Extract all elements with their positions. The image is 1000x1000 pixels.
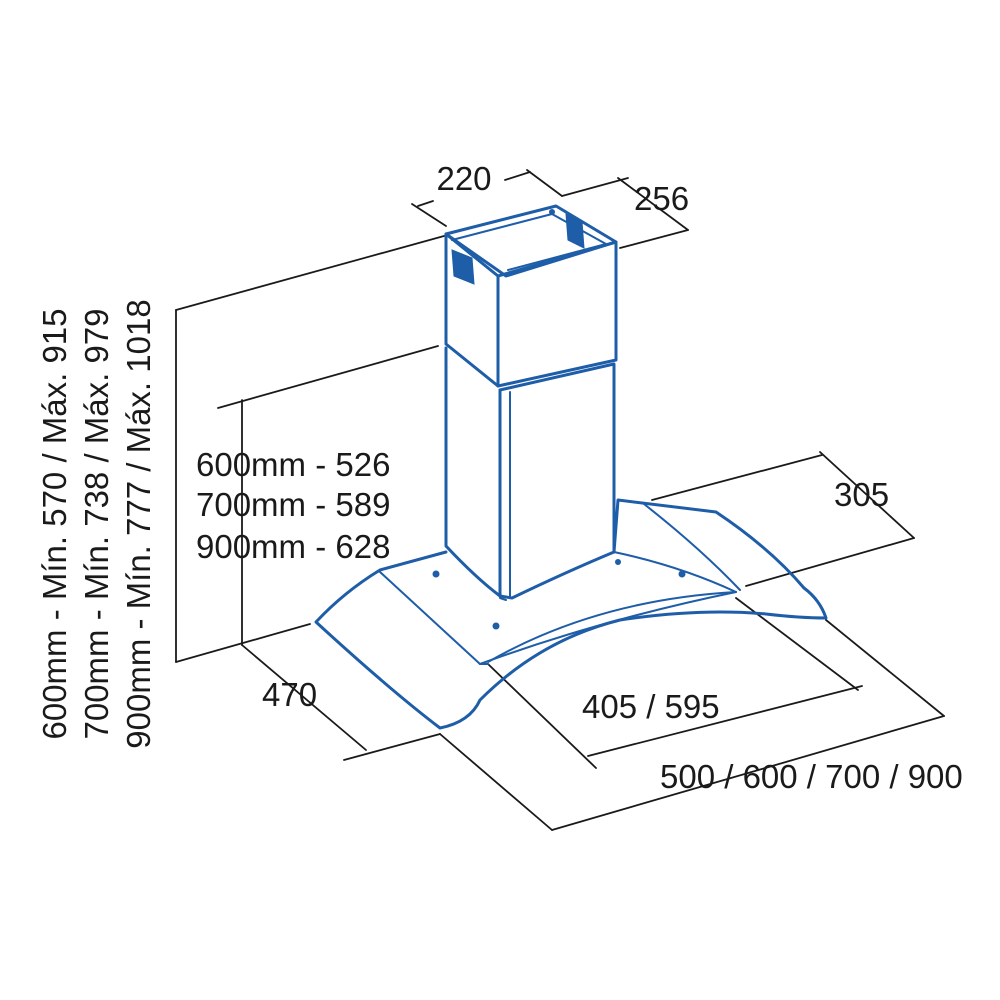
dim-305-line <box>819 451 915 539</box>
dim-470-line <box>241 644 367 751</box>
glass-front-edge <box>479 591 737 665</box>
chimney-lower-right-face <box>498 362 616 600</box>
label-chimney-width: 220 <box>436 160 491 197</box>
label-chimney-depth: 256 <box>634 180 689 217</box>
chimney-screw <box>549 209 555 215</box>
label-total-width: 500 / 600 / 700 / 900 <box>660 758 963 795</box>
vent-slot-right <box>565 213 585 249</box>
dim-220-ext-left <box>411 203 447 227</box>
chimney-lower-left-face <box>444 346 502 598</box>
label-total-height-600: 600mm - Mín. 570 / Máx. 915 <box>36 308 73 739</box>
chimney-base <box>499 597 507 601</box>
dim-220-line-right <box>504 171 531 181</box>
dimension-labels: 220 256 305 470 405 / 595 500 / 600 / 70… <box>36 160 963 795</box>
canopy-right-fold <box>613 551 737 593</box>
dim-total-width-ext-right <box>825 619 945 717</box>
label-canopy-depth: 305 <box>834 476 889 513</box>
dim-256-ext-low <box>619 229 689 249</box>
vent-slot-left <box>451 249 475 285</box>
glass-right-fold <box>643 503 741 591</box>
mount-hole-2 <box>492 622 500 630</box>
dim-220-line-left <box>417 200 434 207</box>
dim-total-width-line <box>551 715 945 831</box>
dim-chimney-height-ext-top <box>217 345 439 409</box>
dim-256-ext <box>617 177 689 231</box>
mount-hole-1 <box>432 570 440 578</box>
label-chimney-height-900: 900mm - 628 <box>196 528 390 565</box>
dim-405-line <box>587 685 863 757</box>
glass-canopy <box>314 498 828 730</box>
glass-left-fold <box>379 571 481 665</box>
dim-405-ext-left <box>487 663 597 769</box>
dim-305-ext-bottom <box>745 537 915 587</box>
dimension-lines <box>175 169 945 831</box>
dim-total-height-ext-bottom <box>175 623 311 663</box>
dim-total-width-ext-left <box>439 733 553 831</box>
label-chimney-height-700: 700mm - 589 <box>196 486 390 523</box>
label-inner-width: 405 / 595 <box>582 688 720 725</box>
label-chimney-height-600: 600mm - 526 <box>196 446 390 483</box>
dim-305-ext-top <box>651 454 823 501</box>
mount-hole-3 <box>678 570 686 578</box>
label-total-height-900: 900mm - Mín. 777 / Máx. 1018 <box>120 299 157 748</box>
dim-470-ext <box>343 733 441 761</box>
dim-256-line <box>561 177 629 197</box>
mount-hole-4 <box>615 559 621 565</box>
canopy-lower-curve <box>487 591 737 663</box>
dim-total-height-ext-top <box>175 235 445 311</box>
label-glass-depth: 470 <box>262 676 317 713</box>
chimney-upper-right-face <box>496 240 618 388</box>
label-total-height-700: 700mm - Mín. 738 / Máx. 979 <box>78 308 115 739</box>
hood-outline <box>314 204 828 730</box>
dim-220-ext-right <box>526 169 563 197</box>
